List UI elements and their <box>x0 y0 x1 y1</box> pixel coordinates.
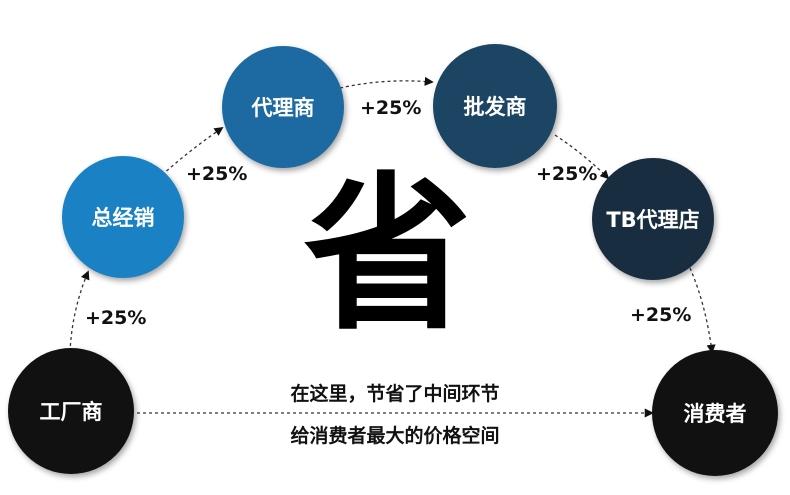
arrow-agent-to-wholesaler <box>339 76 434 89</box>
node-consumer-label: 消费者 <box>683 402 747 426</box>
caption-line-2: 给消费者最大的价格空间 <box>290 425 500 447</box>
node-tb-store: TB代理店 <box>592 158 714 280</box>
node-consumer: 消费者 <box>652 350 778 476</box>
node-distributor: 总经销 <box>62 156 184 278</box>
node-agent: 代理商 <box>222 46 344 168</box>
arrow-factory-to-distributor <box>69 270 90 353</box>
markup-factory-to-distributor: +25% <box>85 307 147 329</box>
node-distributor-label: 总经销 <box>91 206 155 230</box>
arrow-wholesaler-to-tb <box>554 134 610 180</box>
markup-distributor-to-agent: +25% <box>186 163 248 185</box>
arrow-distributor-to-agent <box>161 126 224 176</box>
node-agent-label: 代理商 <box>251 96 315 120</box>
markup-tb-to-consumer: +25% <box>630 304 692 326</box>
node-factory: 工厂商 <box>8 348 134 474</box>
caption-line-1: 在这里，节省了中间环节 <box>290 383 500 405</box>
node-wholesaler: 批发商 <box>433 44 557 168</box>
node-tb-store-label: TB代理店 <box>606 208 700 232</box>
arrow-tb-to-consumer <box>689 267 716 354</box>
markup-wholesaler-to-tb: +25% <box>536 163 598 185</box>
markup-agent-to-wholesaler: +25% <box>360 97 422 119</box>
center-save-character: 省 <box>303 157 472 353</box>
node-wholesaler-label: 批发商 <box>463 95 527 119</box>
node-factory-label: 工厂商 <box>39 400 103 424</box>
